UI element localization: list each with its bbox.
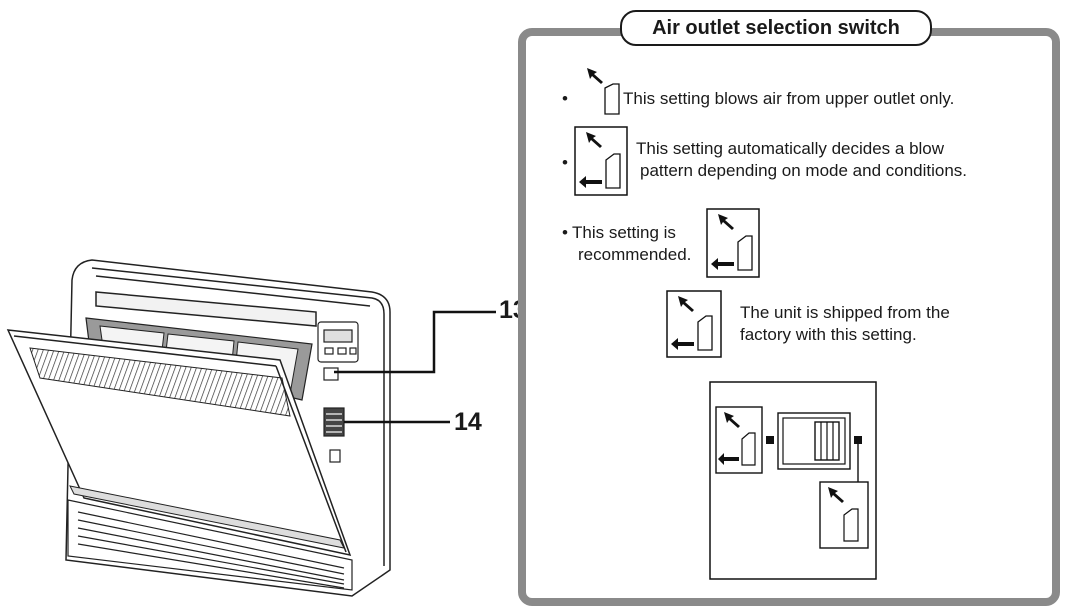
- factory-setting-icon: [666, 290, 722, 358]
- control-display: [317, 321, 359, 363]
- bullet-3: •: [562, 223, 568, 242]
- bottom-grille: [67, 499, 353, 591]
- bullet-1: •: [562, 89, 568, 108]
- item-2-line1: This setting automatically decides a blo…: [636, 139, 945, 158]
- auto-outlet-icon: [574, 126, 628, 196]
- factory-note-line1: The unit is shipped from the: [740, 303, 950, 322]
- indoor-unit-illustration: [6, 259, 496, 597]
- switch-detail-diagram: [709, 381, 877, 580]
- component-13-marker: [323, 367, 339, 381]
- upper-outlet-icon: [587, 68, 620, 115]
- item-1-text: This setting blows air from upper outlet…: [623, 89, 955, 108]
- bullet-2: •: [562, 153, 568, 172]
- switch-auto-position-icon: [715, 406, 763, 474]
- front-panel: [6, 329, 352, 557]
- panel-title: Air outlet selection switch: [620, 10, 932, 46]
- item-3-line2: recommended.: [578, 245, 692, 264]
- leader-lines: [334, 310, 496, 424]
- item-3-line1: This setting is: [572, 223, 676, 242]
- recommended-setting-icon: [706, 208, 760, 278]
- factory-note-line2: factory with this setting.: [740, 325, 917, 344]
- item-2-line2: pattern depending on mode and conditions…: [640, 161, 968, 180]
- callout-14: 14: [454, 408, 482, 436]
- switch-upper-position-icon: [819, 481, 869, 549]
- component-14-marker: [323, 407, 345, 437]
- slide-switch-icon: [777, 412, 851, 470]
